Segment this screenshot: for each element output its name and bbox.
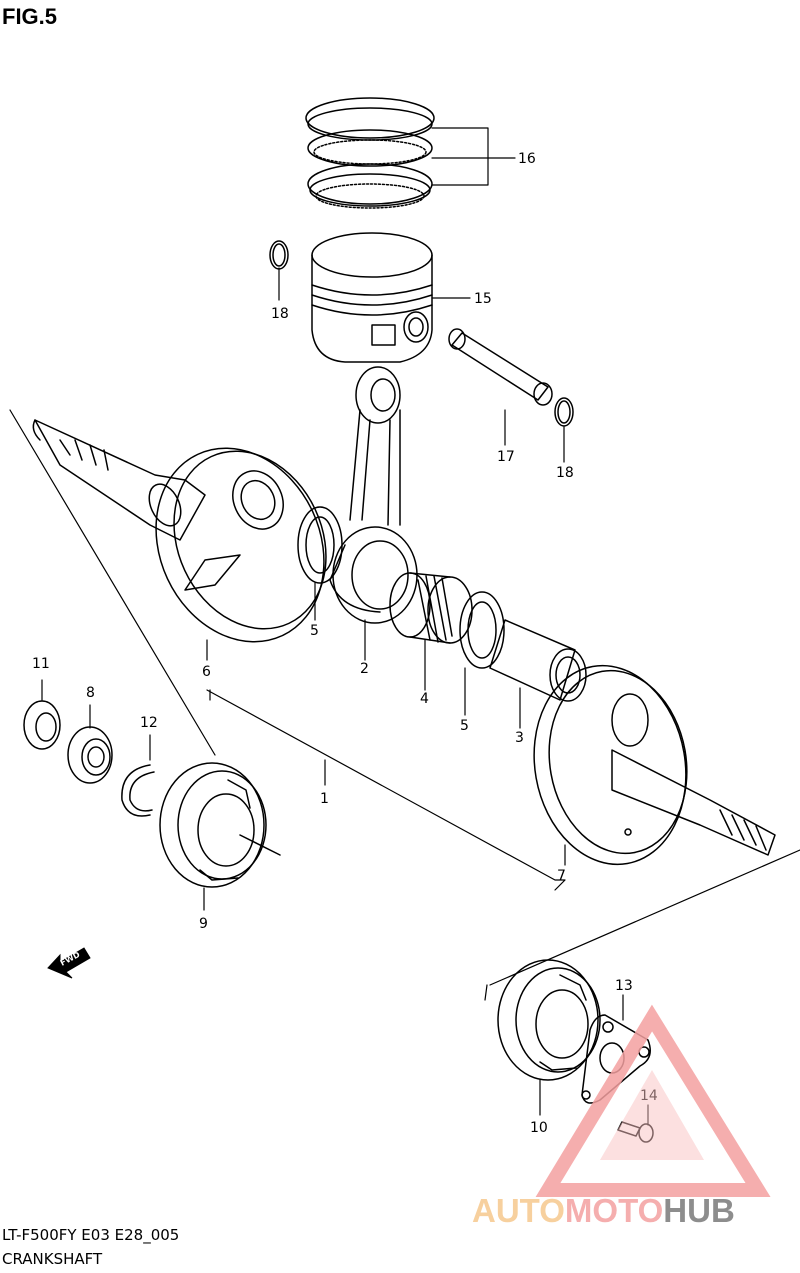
callout-11: 11 [32, 656, 50, 672]
callout-7: 7 [557, 868, 566, 884]
crank-web-left[interactable] [32, 419, 354, 669]
main-bearing-left[interactable] [159, 762, 281, 888]
callouts: 16 15 18 17 18 5 2 6 4 5 3 11 8 12 1 7 9… [32, 151, 658, 1136]
main-bearing-right[interactable] [497, 959, 601, 1081]
circlip-bearing[interactable] [121, 764, 155, 817]
model-code: LT-F500FY E03 E28_005 [2, 1226, 180, 1244]
callout-18-left: 18 [271, 306, 289, 322]
callout-10: 10 [530, 1120, 548, 1136]
watermark-logo: AUTOMOTOHUB [472, 1004, 771, 1229]
watermark-moto: MOTO [565, 1192, 663, 1229]
callout-16: 16 [518, 151, 536, 167]
fwd-direction-arrow: FWD [47, 947, 91, 979]
callout-1: 1 [320, 791, 329, 807]
watermark-auto: AUTO [472, 1192, 565, 1229]
leader-lines [9, 127, 800, 1126]
callout-8: 8 [86, 685, 95, 701]
callout-13: 13 [615, 978, 633, 994]
callout-6: 6 [202, 664, 211, 680]
callout-15: 15 [474, 291, 492, 307]
bearing-small[interactable] [67, 726, 113, 784]
svg-text:AUTOMOTOHUB: AUTOMOTOHUB [472, 1192, 735, 1229]
thrust-washer-left[interactable] [297, 506, 343, 584]
callout-12: 12 [140, 715, 158, 731]
callout-9: 9 [199, 916, 208, 932]
callout-18-right: 18 [556, 465, 574, 481]
connecting-rod[interactable] [329, 366, 418, 624]
circlip-left[interactable] [269, 240, 289, 270]
callout-5-left: 5 [310, 623, 319, 639]
piston-pin[interactable] [448, 328, 553, 406]
circlip-right[interactable] [554, 397, 574, 427]
oil-seal[interactable] [23, 700, 61, 750]
callout-3: 3 [515, 730, 524, 746]
callout-2: 2 [360, 661, 369, 677]
piston-rings[interactable] [305, 97, 435, 209]
section-name: CRANKSHAFT [2, 1250, 103, 1268]
crank-web-right[interactable] [519, 653, 776, 876]
thrust-washer-right[interactable] [459, 591, 505, 669]
callout-4: 4 [420, 691, 429, 707]
needle-bearing[interactable] [389, 572, 473, 644]
figure-title: FIG.5 [2, 4, 58, 29]
callout-5-right: 5 [460, 718, 469, 734]
watermark-hub: HUB [663, 1192, 735, 1229]
piston[interactable] [311, 232, 433, 363]
callout-17: 17 [497, 449, 515, 465]
